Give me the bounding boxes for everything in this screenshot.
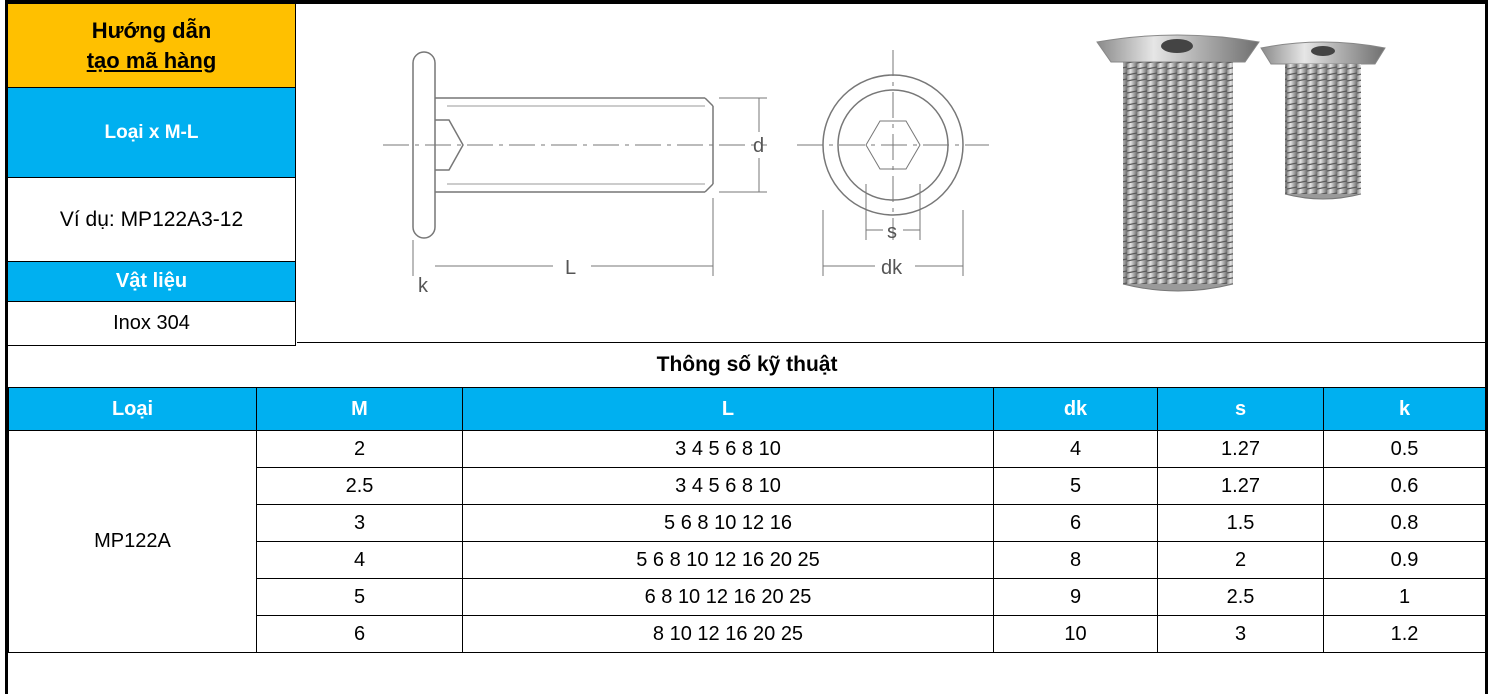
- frame-border-top: [5, 0, 1488, 4]
- code-format: Loại x M-L: [8, 88, 296, 178]
- spec-table: Thông số kỹ thuật Loại M L dk s k MP122A…: [8, 343, 1487, 653]
- cell-m: 6: [256, 615, 463, 653]
- header-m: M: [256, 387, 463, 431]
- cell-s: 3: [1157, 615, 1324, 653]
- cell-m: 3: [256, 504, 463, 542]
- table-row: 6 8 10 12 16 20 25 10 3 1.2: [9, 615, 1487, 653]
- guide-title-line2: tạo mã hàng: [86, 47, 217, 73]
- cell-l: 5 6 8 10 12 16 20 25: [462, 541, 994, 579]
- spec-sheet: Hướng dẫn tạo mã hàng Loại x M-L Ví dụ: …: [5, 0, 1488, 694]
- header-type: Loại: [8, 387, 257, 431]
- cell-l: 3 4 5 6 8 10: [462, 467, 994, 505]
- cell-l: 5 6 8 10 12 16: [462, 504, 994, 542]
- header-l: L: [462, 387, 994, 431]
- cell-l: 3 4 5 6 8 10: [462, 430, 994, 468]
- frame-border-right: [1485, 0, 1488, 694]
- header-k: k: [1322, 387, 1487, 431]
- screw-photo: [1096, 34, 1386, 292]
- dim-d-label: d: [753, 135, 764, 157]
- table-row: 4 5 6 8 10 12 16 20 25 8 2 0.9: [9, 541, 1487, 579]
- header-dk: dk: [993, 387, 1158, 431]
- guide-title-line1: Hướng dẫn: [91, 17, 212, 43]
- cell-k: 1: [1322, 578, 1487, 616]
- dim-L-label: L: [565, 257, 576, 279]
- cell-dk: 5: [993, 467, 1158, 505]
- cell-k: 0.5: [1322, 430, 1487, 468]
- cell-dk: 9: [993, 578, 1158, 616]
- cell-m: 4: [256, 541, 463, 579]
- code-example: Ví dụ: MP122A3-12: [8, 178, 296, 262]
- guide-title: Hướng dẫn tạo mã hàng: [8, 4, 296, 88]
- cell-k: 1.2: [1322, 615, 1487, 653]
- dim-k-label: k: [418, 275, 429, 297]
- cell-k: 0.8: [1322, 504, 1487, 542]
- cell-m: 5: [256, 578, 463, 616]
- cell-dk: 6: [993, 504, 1158, 542]
- spec-title: Thông số kỹ thuật: [8, 343, 1486, 388]
- screw-drawing-area: d L k s dk: [297, 4, 1485, 343]
- material-label: Vật liệu: [8, 262, 296, 302]
- cell-k: 0.6: [1322, 467, 1487, 505]
- spec-header-row: Loại M L dk s k: [8, 387, 1487, 431]
- cell-l: 6 8 10 12 16 20 25: [462, 578, 994, 616]
- cell-k: 0.9: [1322, 541, 1487, 579]
- dim-s-label: s: [887, 221, 897, 243]
- cell-dk: 10: [993, 615, 1158, 653]
- cell-s: 2.5: [1157, 578, 1324, 616]
- cell-dk: 8: [993, 541, 1158, 579]
- cell-s: 1.5: [1157, 504, 1324, 542]
- material-value: Inox 304: [8, 302, 296, 346]
- type-cell: MP122A: [8, 430, 257, 653]
- screw-front-view: [797, 50, 989, 276]
- cell-m: 2.5: [256, 467, 463, 505]
- screw-technical-drawing: d L k s dk: [383, 34, 1386, 297]
- cell-l: 8 10 12 16 20 25: [462, 615, 994, 653]
- cell-m: 2: [256, 430, 463, 468]
- header-s: s: [1157, 387, 1324, 431]
- cell-dk: 4: [993, 430, 1158, 468]
- screw-side-view: [383, 51, 767, 276]
- cell-s: 1.27: [1157, 430, 1324, 468]
- frame-border-left: [5, 0, 8, 694]
- cell-s: 2: [1157, 541, 1324, 579]
- cell-s: 1.27: [1157, 467, 1324, 505]
- table-row: MP122A 2 3 4 5 6 8 10 4 1.27 0.5: [8, 430, 1487, 653]
- dim-dk-label: dk: [881, 257, 903, 279]
- table-row: 2.5 3 4 5 6 8 10 5 1.27 0.6: [9, 467, 1487, 505]
